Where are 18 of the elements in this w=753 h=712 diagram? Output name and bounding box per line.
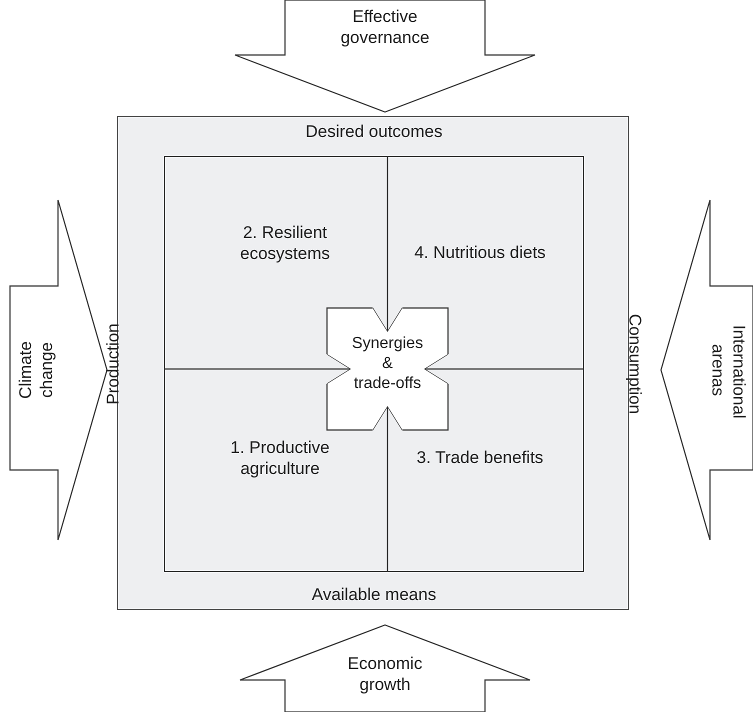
driver-label: Effective governance — [340, 6, 430, 48]
driver-label: International arenas — [707, 325, 750, 415]
axis-label: Consumption — [624, 314, 646, 414]
axis-label: Production — [102, 323, 124, 405]
quadrant-label: 3. Trade benefits — [416, 447, 544, 468]
axis-label: Desired outcomes — [304, 121, 444, 142]
axis-label: Available means — [310, 584, 438, 606]
driver-label: Climate change — [14, 340, 57, 401]
arrow — [423, 353, 584, 385]
hub-label: Synergies & trade-offs — [350, 334, 424, 394]
quadrant-label: 4. Nutritious diets — [413, 242, 547, 264]
quadrant-grid — [164, 156, 584, 572]
arrow — [372, 156, 404, 333]
arrow — [372, 405, 404, 572]
quadrant-label: 2. Resilient ecosystems — [239, 222, 331, 264]
arrow — [164, 353, 352, 385]
driver-label: Economic growth — [346, 653, 424, 696]
quadrant-label: 1. Productive agriculture — [229, 437, 331, 480]
